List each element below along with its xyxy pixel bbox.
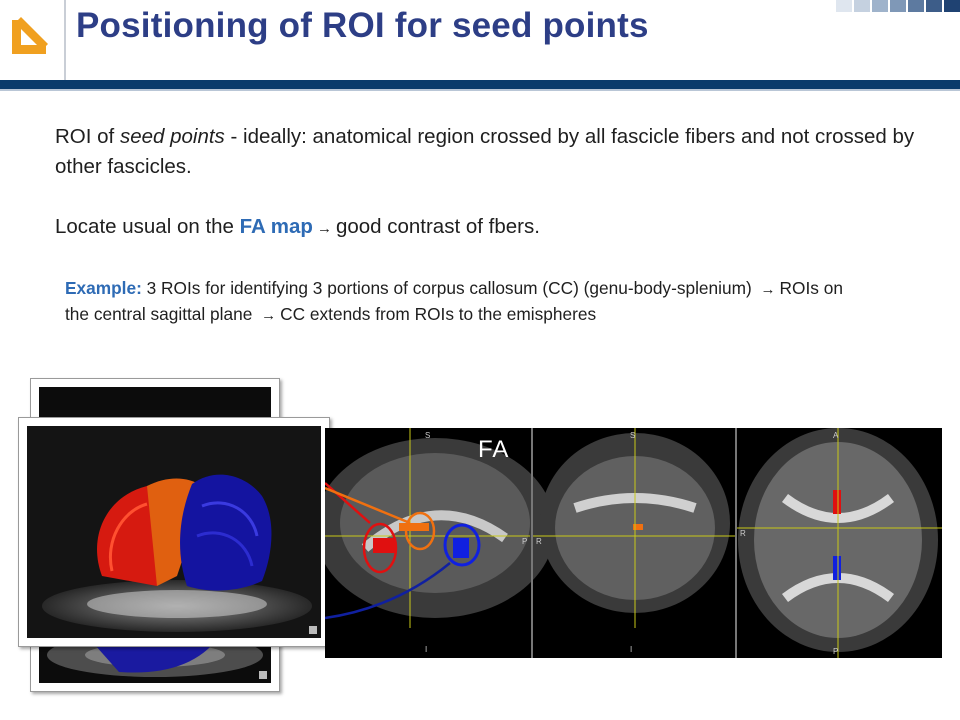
seed-points-term: seed points xyxy=(119,125,225,148)
svg-text:S: S xyxy=(425,431,430,440)
svg-text:I: I xyxy=(425,645,427,654)
svg-text:A: A xyxy=(833,431,839,440)
right-arrow-icon: → xyxy=(316,220,332,237)
page-title: Positioning of ROI for seed points xyxy=(76,6,649,45)
logo-icon xyxy=(0,0,64,80)
svg-text:S: S xyxy=(630,431,635,440)
fa-label: FA xyxy=(478,436,510,463)
right-arrow-icon: → xyxy=(261,307,277,324)
slide-body: ROI of seed points - ideally: anatomical… xyxy=(55,122,915,244)
svg-text:P: P xyxy=(833,647,838,656)
svg-text:I: I xyxy=(630,645,632,654)
fa-map-figure: S I P S I R A P R xyxy=(315,428,942,658)
header-band-shadow xyxy=(0,89,960,91)
header-decoration xyxy=(834,0,960,12)
paragraph-fa-map: Locate usual on the FA map→good contrast… xyxy=(55,215,540,238)
paragraph-roi-seed: ROI of seed points - ideally: anatomical… xyxy=(55,125,915,178)
header-band xyxy=(0,80,960,89)
right-arrow-icon: → xyxy=(760,281,776,298)
svg-text:R: R xyxy=(740,529,746,538)
example-lead: Example: xyxy=(65,278,142,298)
fa-map-term: FA map xyxy=(239,215,313,238)
svg-text:P: P xyxy=(522,537,527,546)
svg-text:R: R xyxy=(536,537,542,546)
example-paragraph: Example: 3 ROIs for identifying 3 portio… xyxy=(65,278,843,324)
tractography-image-front xyxy=(18,417,330,647)
logo-divider xyxy=(64,0,66,80)
